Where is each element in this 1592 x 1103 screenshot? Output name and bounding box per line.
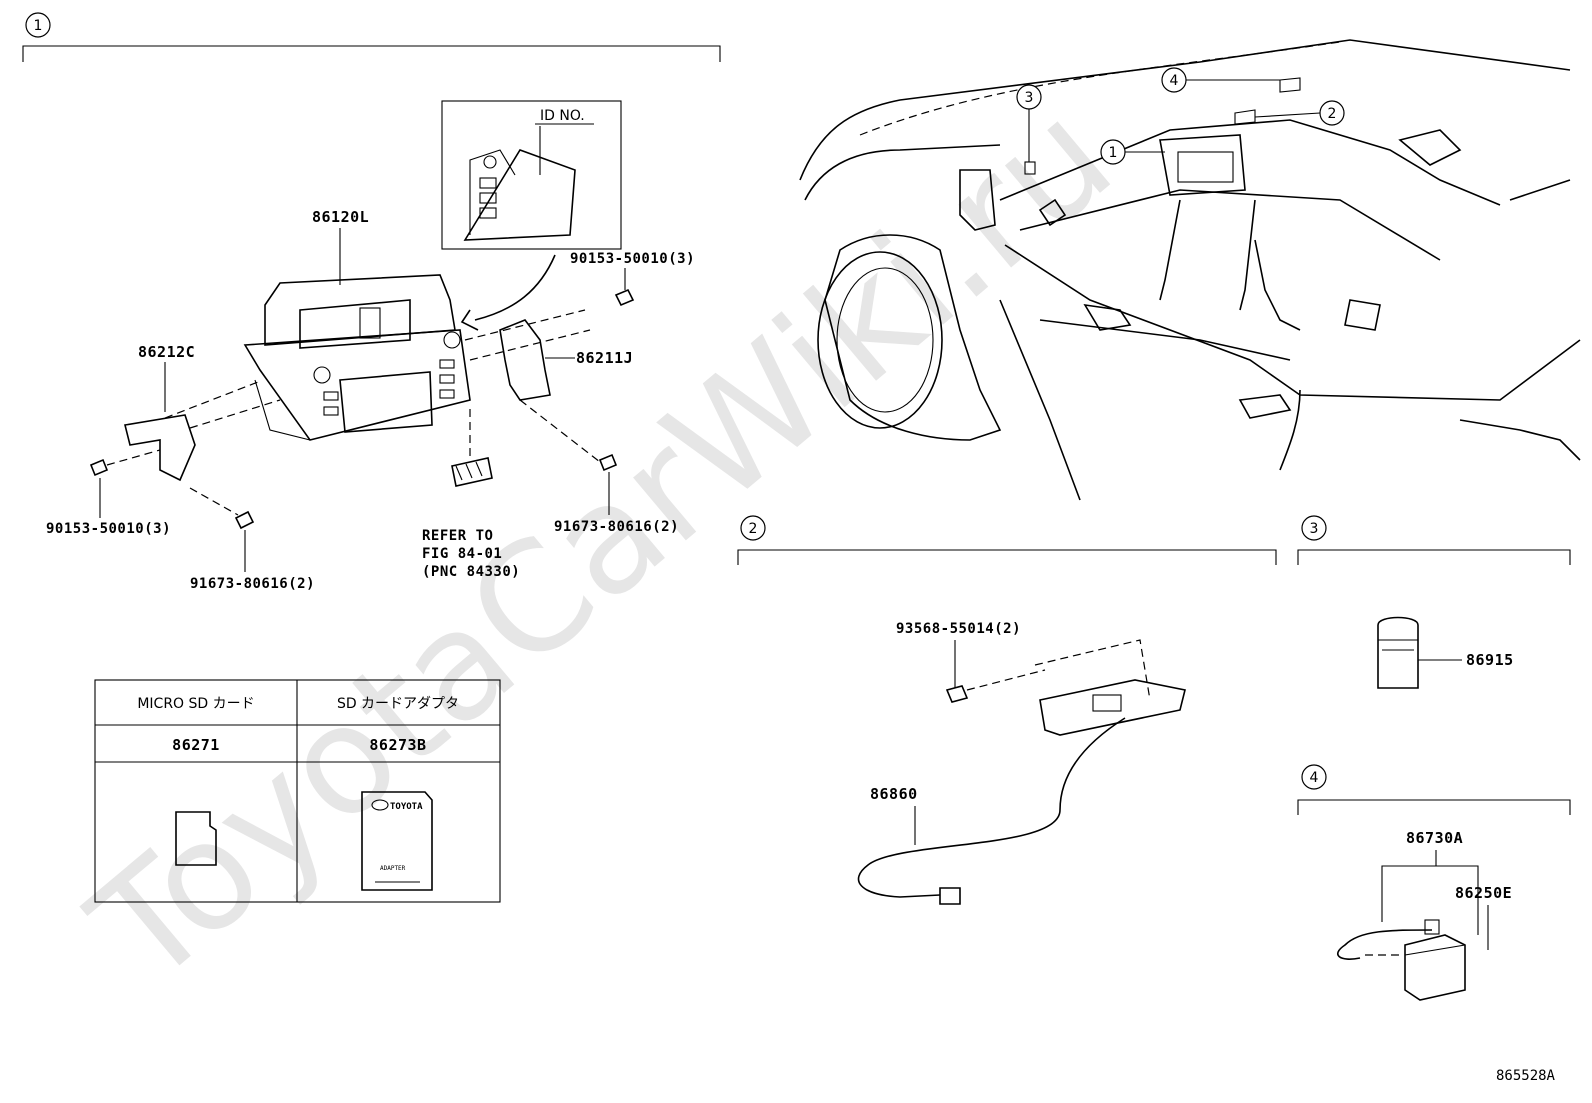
section-2: 2 93568-55014(2) 86860 [737, 515, 1277, 905]
overhead-part [1279, 77, 1301, 93]
bracket-left: 86212C [124, 343, 281, 482]
table-header-micro-sd: MICRO SD カード [137, 696, 254, 712]
adapter-brand: TOYOTA [390, 802, 423, 812]
svg-text:2: 2 [749, 521, 758, 537]
label-86212C: 86212C [138, 343, 195, 361]
arrow-id [474, 254, 556, 321]
part-86915-shape [1377, 616, 1419, 689]
section-3: 3 86915 [1297, 515, 1571, 689]
refer-switch: REFER TO FIG 84-01 (PNC 84330) [422, 405, 520, 580]
bolt-93568 [945, 685, 969, 703]
bolt-right: 90153-50010(3) [570, 251, 695, 307]
refer-line-2: FIG 84-01 [422, 546, 502, 562]
svg-text:4: 4 [1310, 770, 1319, 786]
section-marker-3: 3 [1301, 515, 1327, 541]
watermark: ToyotaCarWiki.ru [61, 70, 1144, 1018]
micro-sd-icon [175, 811, 217, 866]
label-86730A: 86730A [1406, 829, 1463, 847]
refer-line-3: (PNC 84330) [422, 564, 520, 580]
diagram-id: 865528A [1496, 1068, 1556, 1084]
part-86273B: 86273B [369, 736, 426, 754]
svg-text:1: 1 [34, 18, 43, 34]
svg-text:3: 3 [1025, 90, 1034, 106]
nav-screen [1159, 134, 1246, 196]
section-marker-2: 2 [740, 515, 766, 541]
label-86860: 86860 [870, 785, 918, 803]
car-marker-1: 1 [1100, 139, 1165, 165]
id-no-inset: ID NO. [441, 100, 622, 250]
screw-left: 91673-80616(2) [189, 487, 315, 592]
vehicle-illustration: 1 2 3 4 [799, 39, 1581, 501]
label-86211J: 86211J [576, 349, 633, 367]
svg-text:1: 1 [1109, 145, 1118, 161]
display-unit: 86120L [243, 208, 471, 441]
car-marker-3: 3 [1016, 84, 1042, 162]
section-marker-1: 1 [25, 12, 51, 38]
refer-line-1: REFER TO [422, 528, 493, 544]
adapter-label: ADAPTER [380, 865, 406, 872]
section-1: 1 ID NO. 86120L [22, 12, 721, 592]
car-marker-4: 4 [1161, 67, 1280, 93]
label-86915: 86915 [1466, 651, 1514, 669]
svg-text:4: 4 [1170, 73, 1179, 89]
section-marker-4: 4 [1301, 764, 1327, 790]
bracket-right: 86211J [464, 309, 633, 401]
label-90153-left: 90153-50010(3) [46, 521, 171, 537]
label-86120L: 86120L [312, 208, 369, 226]
sd-card-table: MICRO SD カード SD カードアダプタ 86271 86273B TOY… [94, 679, 501, 903]
section-4: 4 86730A 86250E [1297, 764, 1571, 1001]
part-86271: 86271 [172, 736, 220, 754]
screw-right: 91673-80616(2) [519, 399, 679, 535]
module-86250E [1404, 934, 1466, 1001]
cable-86730A [1337, 929, 1433, 960]
label-86250E: 86250E [1455, 884, 1512, 902]
mirror [959, 169, 996, 231]
id-no-label: ID NO. [540, 108, 585, 124]
bolt-left: 90153-50010(3) [46, 449, 171, 537]
sd-adapter-icon: TOYOTA ADAPTER [361, 791, 433, 891]
section-1-bracket [22, 45, 721, 62]
svg-text:2: 2 [1328, 106, 1337, 122]
label-93568: 93568-55014(2) [896, 621, 1021, 637]
label-91673-right: 91673-80616(2) [554, 519, 679, 535]
label-90153-right: 90153-50010(3) [570, 251, 695, 267]
car-marker-2: 2 [1254, 100, 1345, 126]
table-header-sd-adapter: SD カードアダプタ [337, 696, 459, 712]
label-91673-left: 91673-80616(2) [190, 576, 315, 592]
bracket-86860 [1039, 679, 1186, 736]
svg-text:3: 3 [1310, 521, 1319, 537]
cable-86860 [857, 717, 1126, 898]
